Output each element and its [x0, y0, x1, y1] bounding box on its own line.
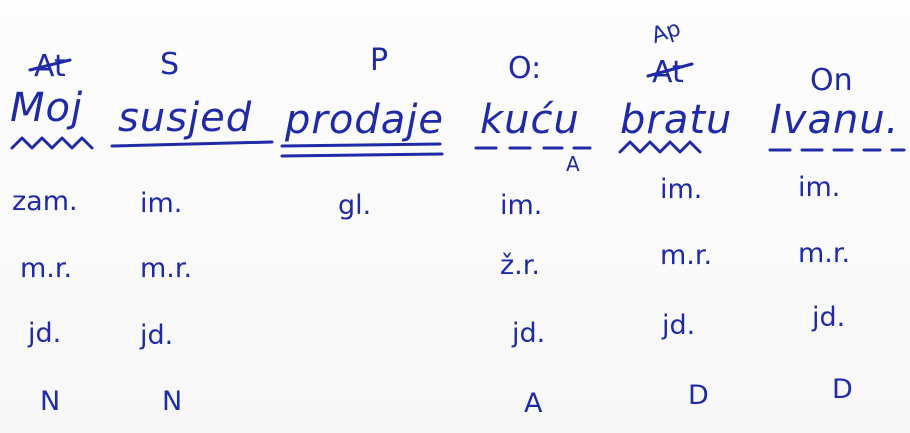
- underline-single-col2: [110, 140, 274, 148]
- role-label-col4: O:: [508, 51, 542, 86]
- attr-gender-col2: m.r.: [140, 253, 193, 284]
- attr-type-col1: zam.: [12, 186, 78, 217]
- strike-at-col5: [646, 62, 694, 78]
- underline-wavy-col1: [10, 136, 94, 150]
- role-label-col2: S: [160, 47, 180, 82]
- underline-wavy-col5: [618, 140, 702, 154]
- attr-number-col4: jd.: [512, 318, 546, 349]
- sentence-word-col4: kuću: [480, 97, 580, 143]
- attr-case-col4: A: [524, 388, 543, 419]
- attr-gender-col4: ž.r.: [500, 250, 540, 281]
- attr-type-col5: im.: [660, 174, 703, 205]
- attr-type-col4: im.: [500, 190, 543, 221]
- role-label-col6: On: [810, 63, 853, 98]
- attr-case-col5: D: [688, 380, 709, 411]
- attr-case-col6: D: [832, 374, 853, 405]
- attr-number-col1: jd.: [28, 318, 62, 349]
- attr-gender-col5: m.r.: [660, 240, 713, 271]
- sentence-word-col1: Moj: [10, 85, 84, 131]
- underline-double-col3-bottom: [280, 152, 444, 158]
- sentence-word-col5: bratu: [620, 97, 733, 143]
- attr-number-col2: jd.: [140, 320, 174, 351]
- attr-case-col2: N: [162, 386, 183, 417]
- sentence-word-col2: susjed: [118, 95, 253, 141]
- sentence-word-col6: Ivanu.: [770, 97, 900, 143]
- underline-double-col3-top: [280, 142, 442, 148]
- attr-case-col1: N: [40, 386, 61, 417]
- attr-type-col3: gl.: [338, 190, 372, 221]
- sentence-word-col3: prodaje: [285, 97, 444, 143]
- role-label-col3: P: [370, 43, 389, 78]
- case-mark-col4: A: [566, 152, 580, 176]
- strike-at-col1: [28, 58, 72, 72]
- attr-type-col2: im.: [140, 188, 183, 219]
- attr-type-col6: im.: [798, 172, 841, 203]
- attr-gender-col1: m.r.: [20, 253, 73, 284]
- attr-number-col5: jd.: [662, 310, 696, 341]
- attr-number-col6: jd.: [812, 302, 846, 333]
- attr-gender-col6: m.r.: [798, 238, 851, 269]
